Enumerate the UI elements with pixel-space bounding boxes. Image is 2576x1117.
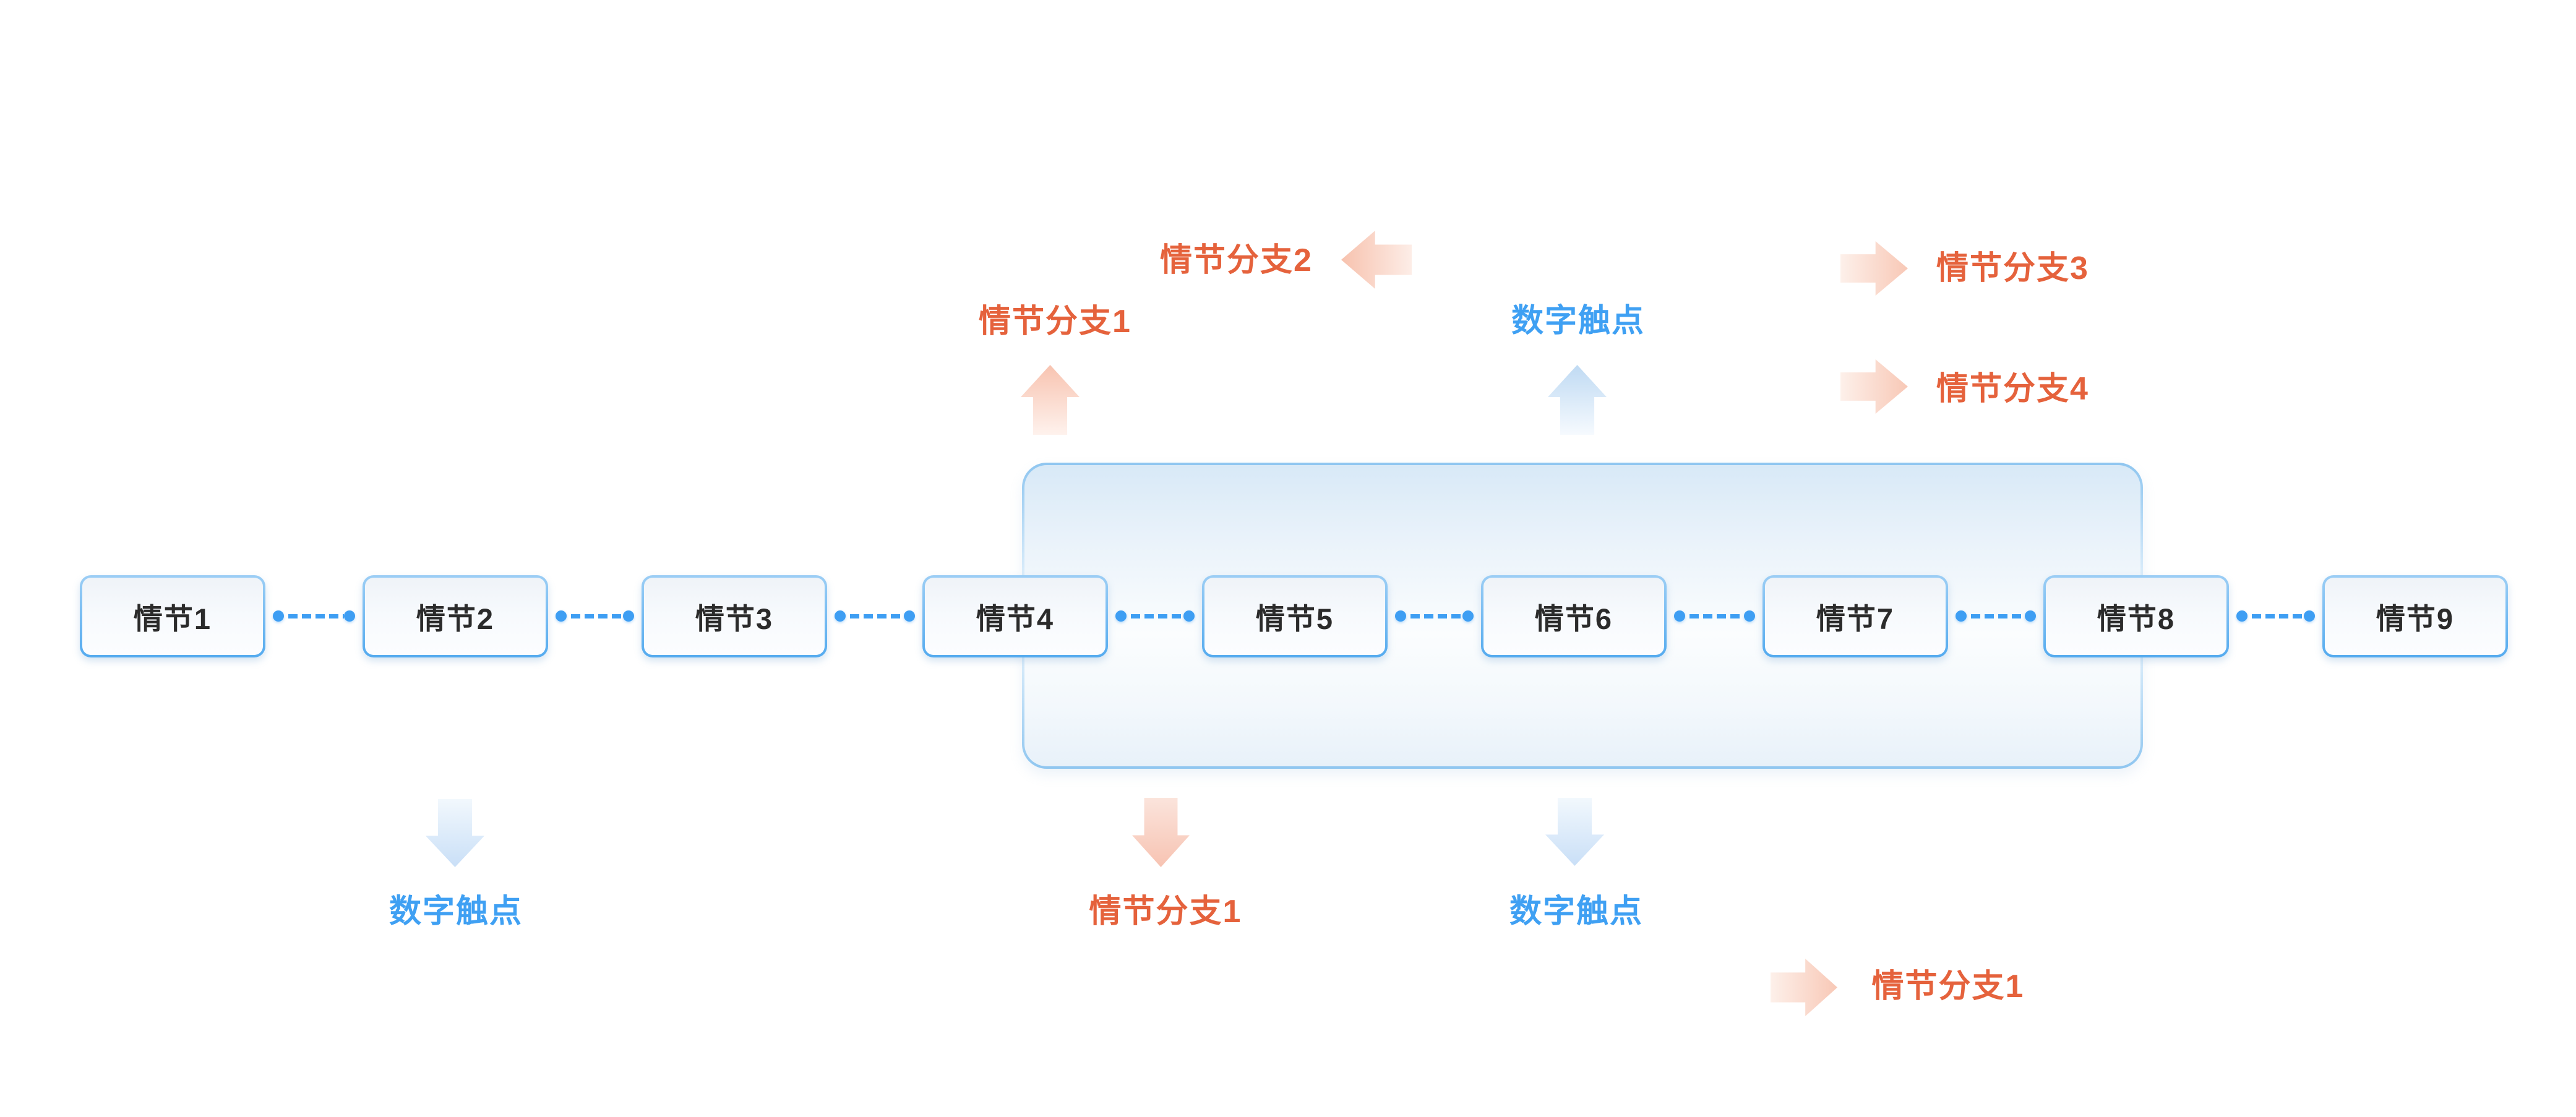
plot-node-4[interactable]: 情节4 xyxy=(922,575,1108,657)
touchpoint-label-top: 数字触点 xyxy=(1511,303,1646,339)
branch-label-3: 情节分支3 xyxy=(1936,250,2089,286)
plot-node-5[interactable]: 情节5 xyxy=(1202,575,1388,657)
connector-dash-line xyxy=(1127,614,1183,618)
connector-dot xyxy=(1744,610,1755,622)
node-connector-1-2 xyxy=(273,610,355,622)
connector-dot xyxy=(1674,610,1685,622)
touchpoint-label-bottom-mid: 数字触点 xyxy=(1509,894,1644,930)
right-arrow-icon-branch3 xyxy=(1840,241,1908,296)
connector-dot xyxy=(273,610,284,622)
connector-dot xyxy=(2304,610,2315,622)
connector-dash-line xyxy=(284,614,344,618)
down-arrow-icon-blue-left xyxy=(426,799,484,867)
touchpoint-label-bottom-left: 数字触点 xyxy=(389,894,523,930)
up-arrow-icon-blue xyxy=(1548,365,1607,435)
connector-dash-line xyxy=(1685,614,1744,618)
node-connector-6-7 xyxy=(1674,610,1755,622)
plot-node-3[interactable]: 情节3 xyxy=(642,575,827,657)
plot-node-9[interactable]: 情节9 xyxy=(2322,575,2508,657)
connector-dot xyxy=(2025,610,2036,622)
plot-node-6[interactable]: 情节6 xyxy=(1481,575,1667,657)
connector-dot xyxy=(2236,610,2248,622)
connector-dash-line xyxy=(846,614,904,618)
connector-dot xyxy=(344,610,355,622)
connector-dot xyxy=(1115,610,1127,622)
node-connector-8-9 xyxy=(2236,610,2315,622)
connector-dash-line xyxy=(567,614,623,618)
connector-dot xyxy=(835,610,846,622)
branch-label-4: 情节分支4 xyxy=(1936,371,2089,407)
connector-dash-line xyxy=(1406,614,1462,618)
plot-node-2[interactable]: 情节2 xyxy=(363,575,548,657)
node-connector-7-8 xyxy=(1956,610,2036,622)
connector-dot xyxy=(1956,610,1967,622)
right-arrow-icon-branch4 xyxy=(1840,359,1908,414)
node-connector-2-3 xyxy=(556,610,634,622)
right-arrow-icon-branch1-bottom xyxy=(1771,959,1837,1016)
connector-dash-line xyxy=(1967,614,2025,618)
plot-node-7[interactable]: 情节7 xyxy=(1762,575,1948,657)
node-connector-5-6 xyxy=(1395,610,1474,622)
down-arrow-icon-blue-mid xyxy=(1545,798,1604,866)
connector-dot xyxy=(1395,610,1406,622)
connector-dot xyxy=(623,610,634,622)
connector-dot xyxy=(904,610,915,622)
branch-label-1-bottom-mid: 情节分支1 xyxy=(1089,894,1242,930)
node-connector-4-5 xyxy=(1115,610,1195,622)
connector-dot xyxy=(1462,610,1474,622)
connector-dash-line xyxy=(2248,614,2304,618)
plot-node-8[interactable]: 情节8 xyxy=(2043,575,2229,657)
branch-label-2-top: 情节分支2 xyxy=(1160,242,1313,278)
up-arrow-icon-peach xyxy=(1021,365,1080,435)
plot-node-1[interactable]: 情节1 xyxy=(80,575,265,657)
down-arrow-icon-peach xyxy=(1132,798,1190,867)
left-arrow-icon xyxy=(1341,231,1412,289)
node-connector-3-4 xyxy=(835,610,915,622)
branch-label-1-top: 情节分支1 xyxy=(979,304,1131,340)
connector-dot xyxy=(556,610,567,622)
branch-label-1-bottom-right: 情节分支1 xyxy=(1871,969,2025,1004)
connector-dot xyxy=(1183,610,1195,622)
